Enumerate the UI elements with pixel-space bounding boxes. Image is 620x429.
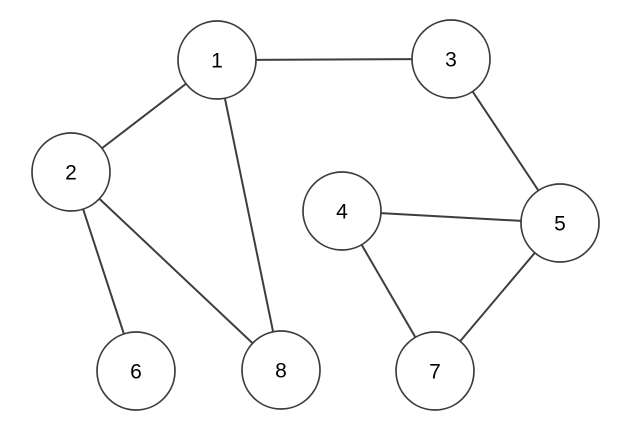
node-circle-3 (411, 19, 491, 99)
node-circle-5 (520, 183, 600, 263)
node-circle-6 (96, 331, 176, 411)
node-label-8: 8 (275, 359, 287, 382)
node-circle-1 (177, 20, 257, 100)
node-circle-8 (241, 330, 321, 410)
node-circle-7 (395, 331, 475, 411)
graph-node-8: 8 (241, 330, 321, 410)
edge-1-8 (216, 59, 282, 371)
node-label-1: 1 (211, 49, 223, 72)
graph-node-4: 4 (302, 171, 382, 251)
node-circle-4 (302, 171, 382, 251)
graph-node-6: 6 (96, 331, 176, 411)
node-label-4: 4 (336, 200, 348, 223)
graph-node-3: 3 (411, 19, 491, 99)
node-circle-2 (31, 132, 111, 212)
edge-2-8 (70, 171, 282, 371)
graph-node-7: 7 (395, 331, 475, 411)
graph-node-1: 1 (177, 20, 257, 100)
node-label-7: 7 (429, 360, 441, 383)
node-label-2: 2 (65, 161, 77, 184)
node-label-3: 3 (445, 48, 457, 71)
graph-node-5: 5 (520, 183, 600, 263)
node-layer: 1 2 3 4 5 6 7 8 (31, 19, 600, 411)
node-label-5: 5 (554, 212, 566, 235)
node-label-6: 6 (130, 360, 142, 383)
graph-node-2: 2 (31, 132, 111, 212)
